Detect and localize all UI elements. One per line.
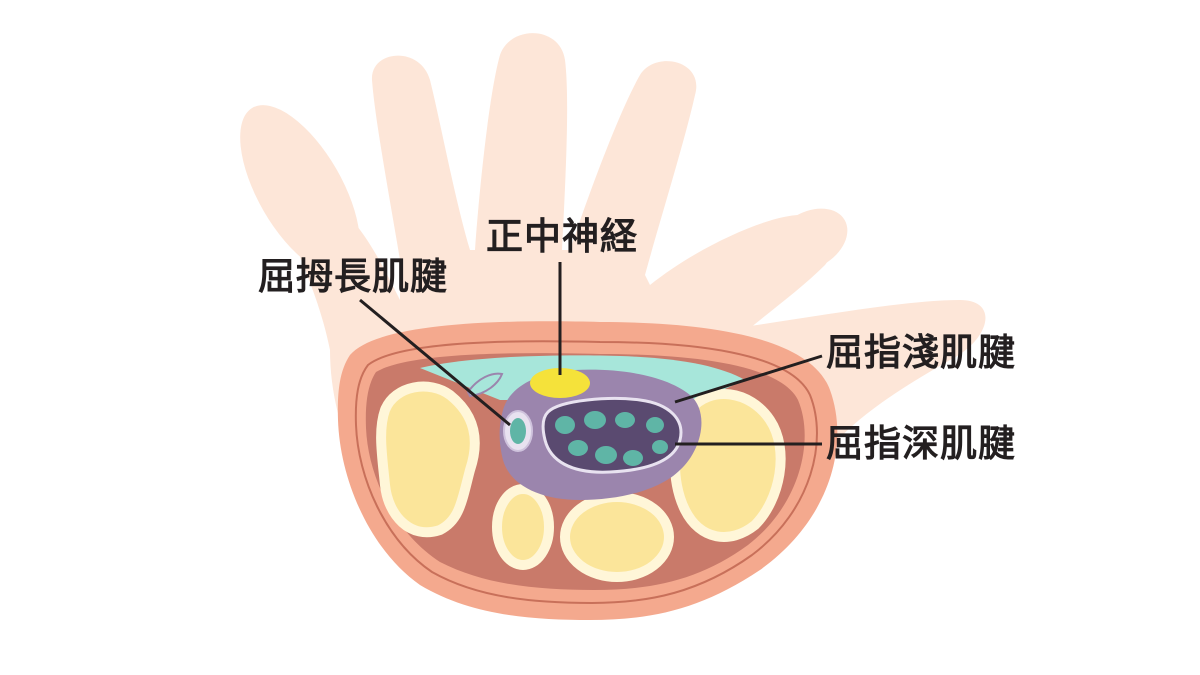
median-nerve bbox=[530, 368, 590, 398]
wrist-section bbox=[337, 321, 838, 620]
leader-lines bbox=[359, 262, 823, 446]
bone-left bbox=[376, 381, 480, 538]
label-median-nerve: 正中神経 bbox=[486, 215, 638, 258]
label-flexor-digitorum-profundus: 屈指深肌腱 bbox=[826, 422, 1016, 465]
tendon-6 bbox=[595, 446, 617, 464]
thumb bbox=[240, 105, 360, 275]
bone-right bbox=[669, 389, 786, 542]
small-vessel bbox=[466, 372, 504, 398]
tendon-5 bbox=[568, 440, 588, 456]
tendon-7 bbox=[623, 450, 643, 466]
flexor-tendons bbox=[555, 411, 668, 466]
label-flexor-digitorum-superficialis: 屈指淺肌腱 bbox=[826, 331, 1016, 374]
tendon-8 bbox=[652, 440, 668, 454]
skin-inner-outline bbox=[354, 340, 818, 605]
label-flexor-pollicis-longus: 屈拇長肌腱 bbox=[258, 255, 448, 298]
flexor-pollicis-longus-core bbox=[510, 418, 526, 444]
tendon-3 bbox=[615, 412, 635, 428]
tendon-4 bbox=[646, 417, 664, 433]
tendon-1 bbox=[555, 416, 575, 434]
leader-flexor-pollicis-longus bbox=[359, 298, 511, 427]
bone-bottom-small bbox=[492, 484, 554, 570]
bone-bottom-large bbox=[560, 492, 674, 582]
little-finger bbox=[772, 208, 848, 272]
tendon-2 bbox=[584, 411, 606, 429]
leader-flexor-digitorum-superficialis bbox=[674, 354, 823, 404]
